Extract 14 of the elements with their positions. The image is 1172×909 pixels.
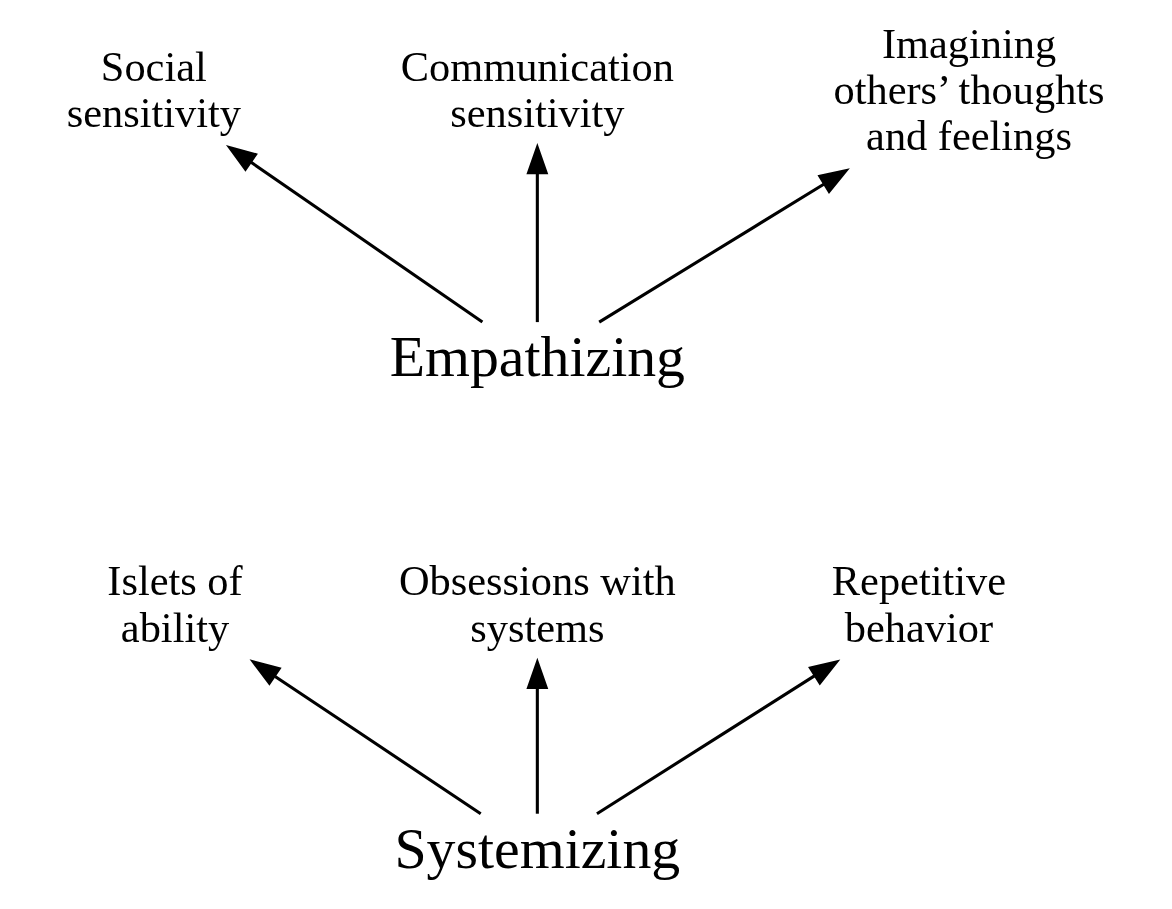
node-text: Imagining others’ thoughts and feelings xyxy=(833,19,1105,160)
arrow xyxy=(526,657,549,814)
arrow xyxy=(598,168,850,324)
node-text: Islets of ability xyxy=(107,557,243,651)
node-text: Repetitive behavior xyxy=(831,557,1007,651)
arrow xyxy=(596,659,841,816)
arrow xyxy=(225,144,484,324)
node-text: Social sensitivity xyxy=(66,42,241,137)
node-text: Systemizing xyxy=(394,815,681,881)
arrow xyxy=(249,659,482,815)
node-text: Communication sensitivity xyxy=(400,42,674,137)
node-text: Obsessions with systems xyxy=(399,557,676,651)
arrow xyxy=(526,142,549,323)
node-text: Empathizing xyxy=(389,324,686,390)
